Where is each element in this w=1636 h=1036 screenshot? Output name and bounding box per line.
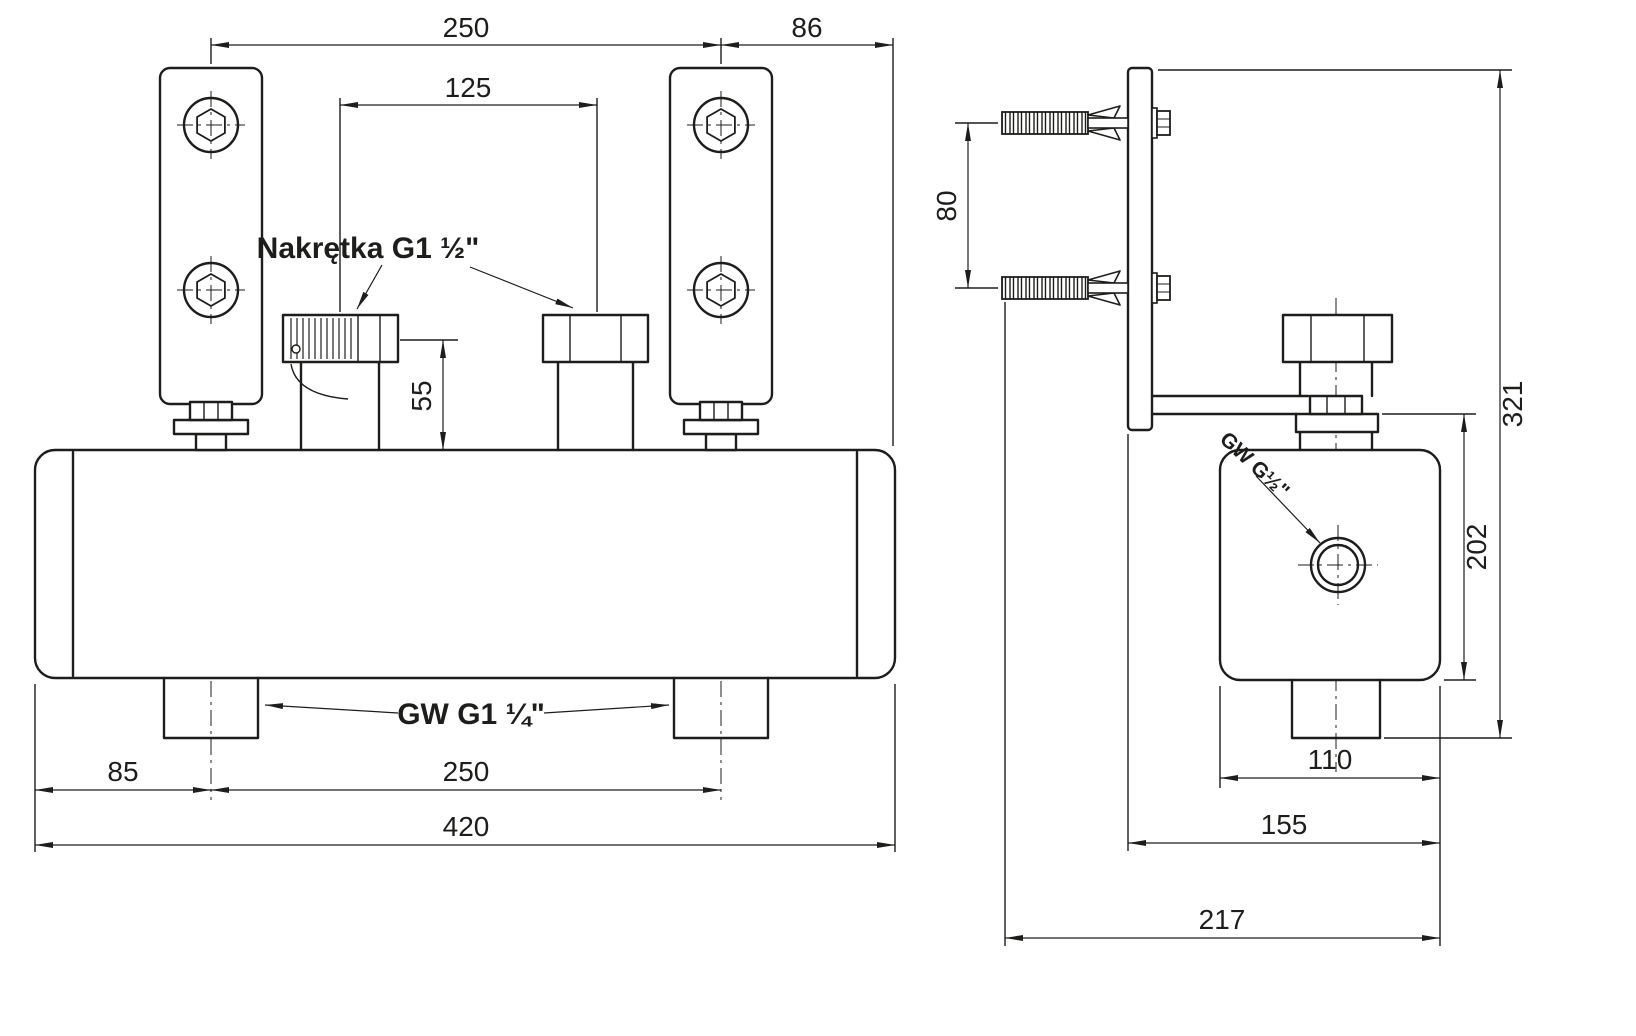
dimension-lines-front (35, 42, 895, 848)
anchor-bolt-icon (175, 89, 757, 326)
dim-overall-height-label: 321 (1497, 381, 1528, 428)
top-connection-left (281, 313, 400, 452)
leader-lines-front (264, 264, 670, 714)
dim-overall-depth-label: 217 (1199, 904, 1246, 935)
top-connection-right (541, 313, 650, 452)
dim-anchor-spacing-label: 80 (931, 190, 962, 221)
dim-connection-height-label: 55 (406, 380, 437, 411)
dimension-lines-side (965, 70, 1503, 941)
leader-lines-side (1255, 475, 1321, 544)
nut-annotation-label: Nakrętka G1 ½" (257, 232, 480, 265)
dim-bottom-ports-spacing-label: 250 (443, 756, 490, 787)
top-connection-side (1281, 313, 1394, 452)
dim-bracket-to-edge-label: 86 (791, 12, 822, 43)
dim-bracket-depth-label: 155 (1261, 809, 1308, 840)
extension-lines-side (955, 69, 1512, 946)
bottom-ports-front (162, 676, 770, 740)
front-view: 250 86 125 55 85 250 420 Nakrętka G1 ½" … (33, 12, 897, 852)
dim-body-height-label: 202 (1461, 524, 1492, 571)
dim-overall-width-label: 420 (443, 811, 490, 842)
dim-edge-to-port-label: 85 (107, 756, 138, 787)
side-view: GW G½" 80 321 202 110 155 217 (931, 66, 1528, 946)
bracket-pedestals (172, 400, 760, 452)
bottom-port-side (1290, 678, 1382, 740)
mounting-bracket-left (158, 66, 264, 406)
dim-bracket-spacing-label: 250 (443, 12, 490, 43)
side-port (1298, 525, 1378, 605)
dim-body-depth-label: 110 (1308, 744, 1353, 775)
wall-plate (1126, 66, 1154, 432)
tank-body-front (33, 448, 897, 680)
bottom-thread-annotation-label: GW G1 ¼" (397, 698, 545, 731)
extension-lines-front (34, 38, 896, 852)
bracket-leg-side (1150, 394, 1310, 416)
dim-top-connections-spacing-label: 125 (445, 72, 492, 103)
mounting-bracket-right (668, 66, 774, 406)
